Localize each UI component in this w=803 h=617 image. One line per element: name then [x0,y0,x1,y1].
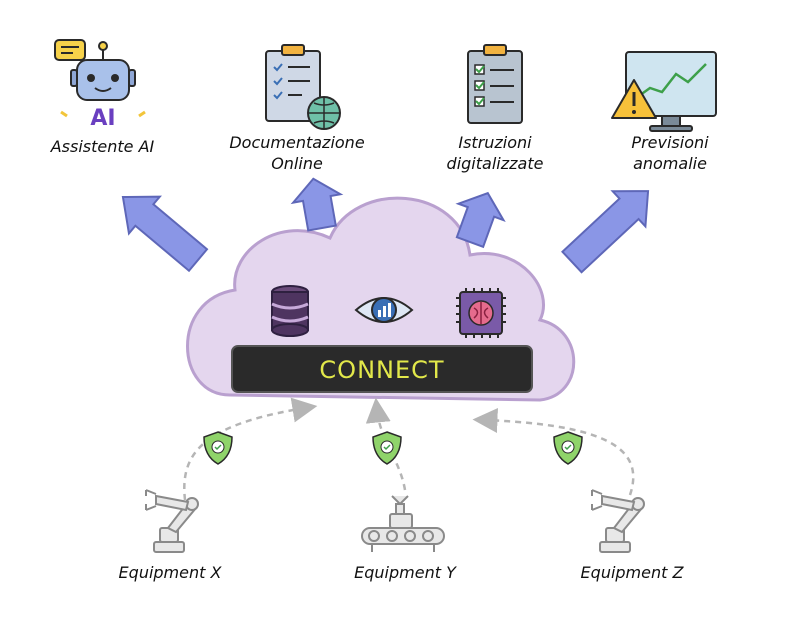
data-flow-lines [183,397,635,501]
equipment-label-z: Equipment Z [580,563,684,582]
output-arrows [121,177,650,274]
arrow-to-assistente-ai [121,195,209,273]
security-shield-icon [203,431,233,465]
platform-name: CONNECT [319,356,445,384]
conveyor-icon [361,495,445,552]
security-shield-icon [372,431,402,465]
equipment-label-x: Equipment X [118,563,222,582]
output-label-documentazione: Documentazione Online [222,132,372,174]
checklist-icon [467,44,523,124]
connect-bar [231,345,533,393]
database-icon [271,285,309,337]
security-shield-icon [553,431,583,465]
output-label-line: Assistente AI [50,137,155,156]
monitor-warning-icon [611,51,717,132]
clipboard-globe-icon [265,44,341,130]
output-label-previsioni: Previsioni anomalie [610,132,730,174]
robot-ai-icon: AI [54,39,146,131]
ai-chip-icon [456,288,506,338]
arrow-to-documentazione [290,177,344,232]
arrow-to-previsioni [561,190,650,274]
equipment-label-y: Equipment Y [354,563,456,582]
output-label-istruzioni: Istruzioni digitalizzate [430,132,560,174]
robot-arm-icon [591,489,645,553]
eye-analytics-icon [354,297,414,323]
arrow-to-istruzioni [455,191,506,249]
output-label-line: Documentazione [229,133,365,152]
robot-ai-badge: AI [90,106,115,131]
robot-arm-icon [145,489,199,553]
flow-line-x [183,397,318,501]
output-label-line: anomalie [633,154,707,173]
output-label-line: digitalizzate [446,154,544,173]
output-label-line: Previsioni [631,133,709,152]
output-label-line: Online [271,154,323,173]
output-label-assistente-ai: Assistente AI [30,136,175,157]
output-label-line: Istruzioni [458,133,532,152]
flow-line-z [472,408,635,496]
